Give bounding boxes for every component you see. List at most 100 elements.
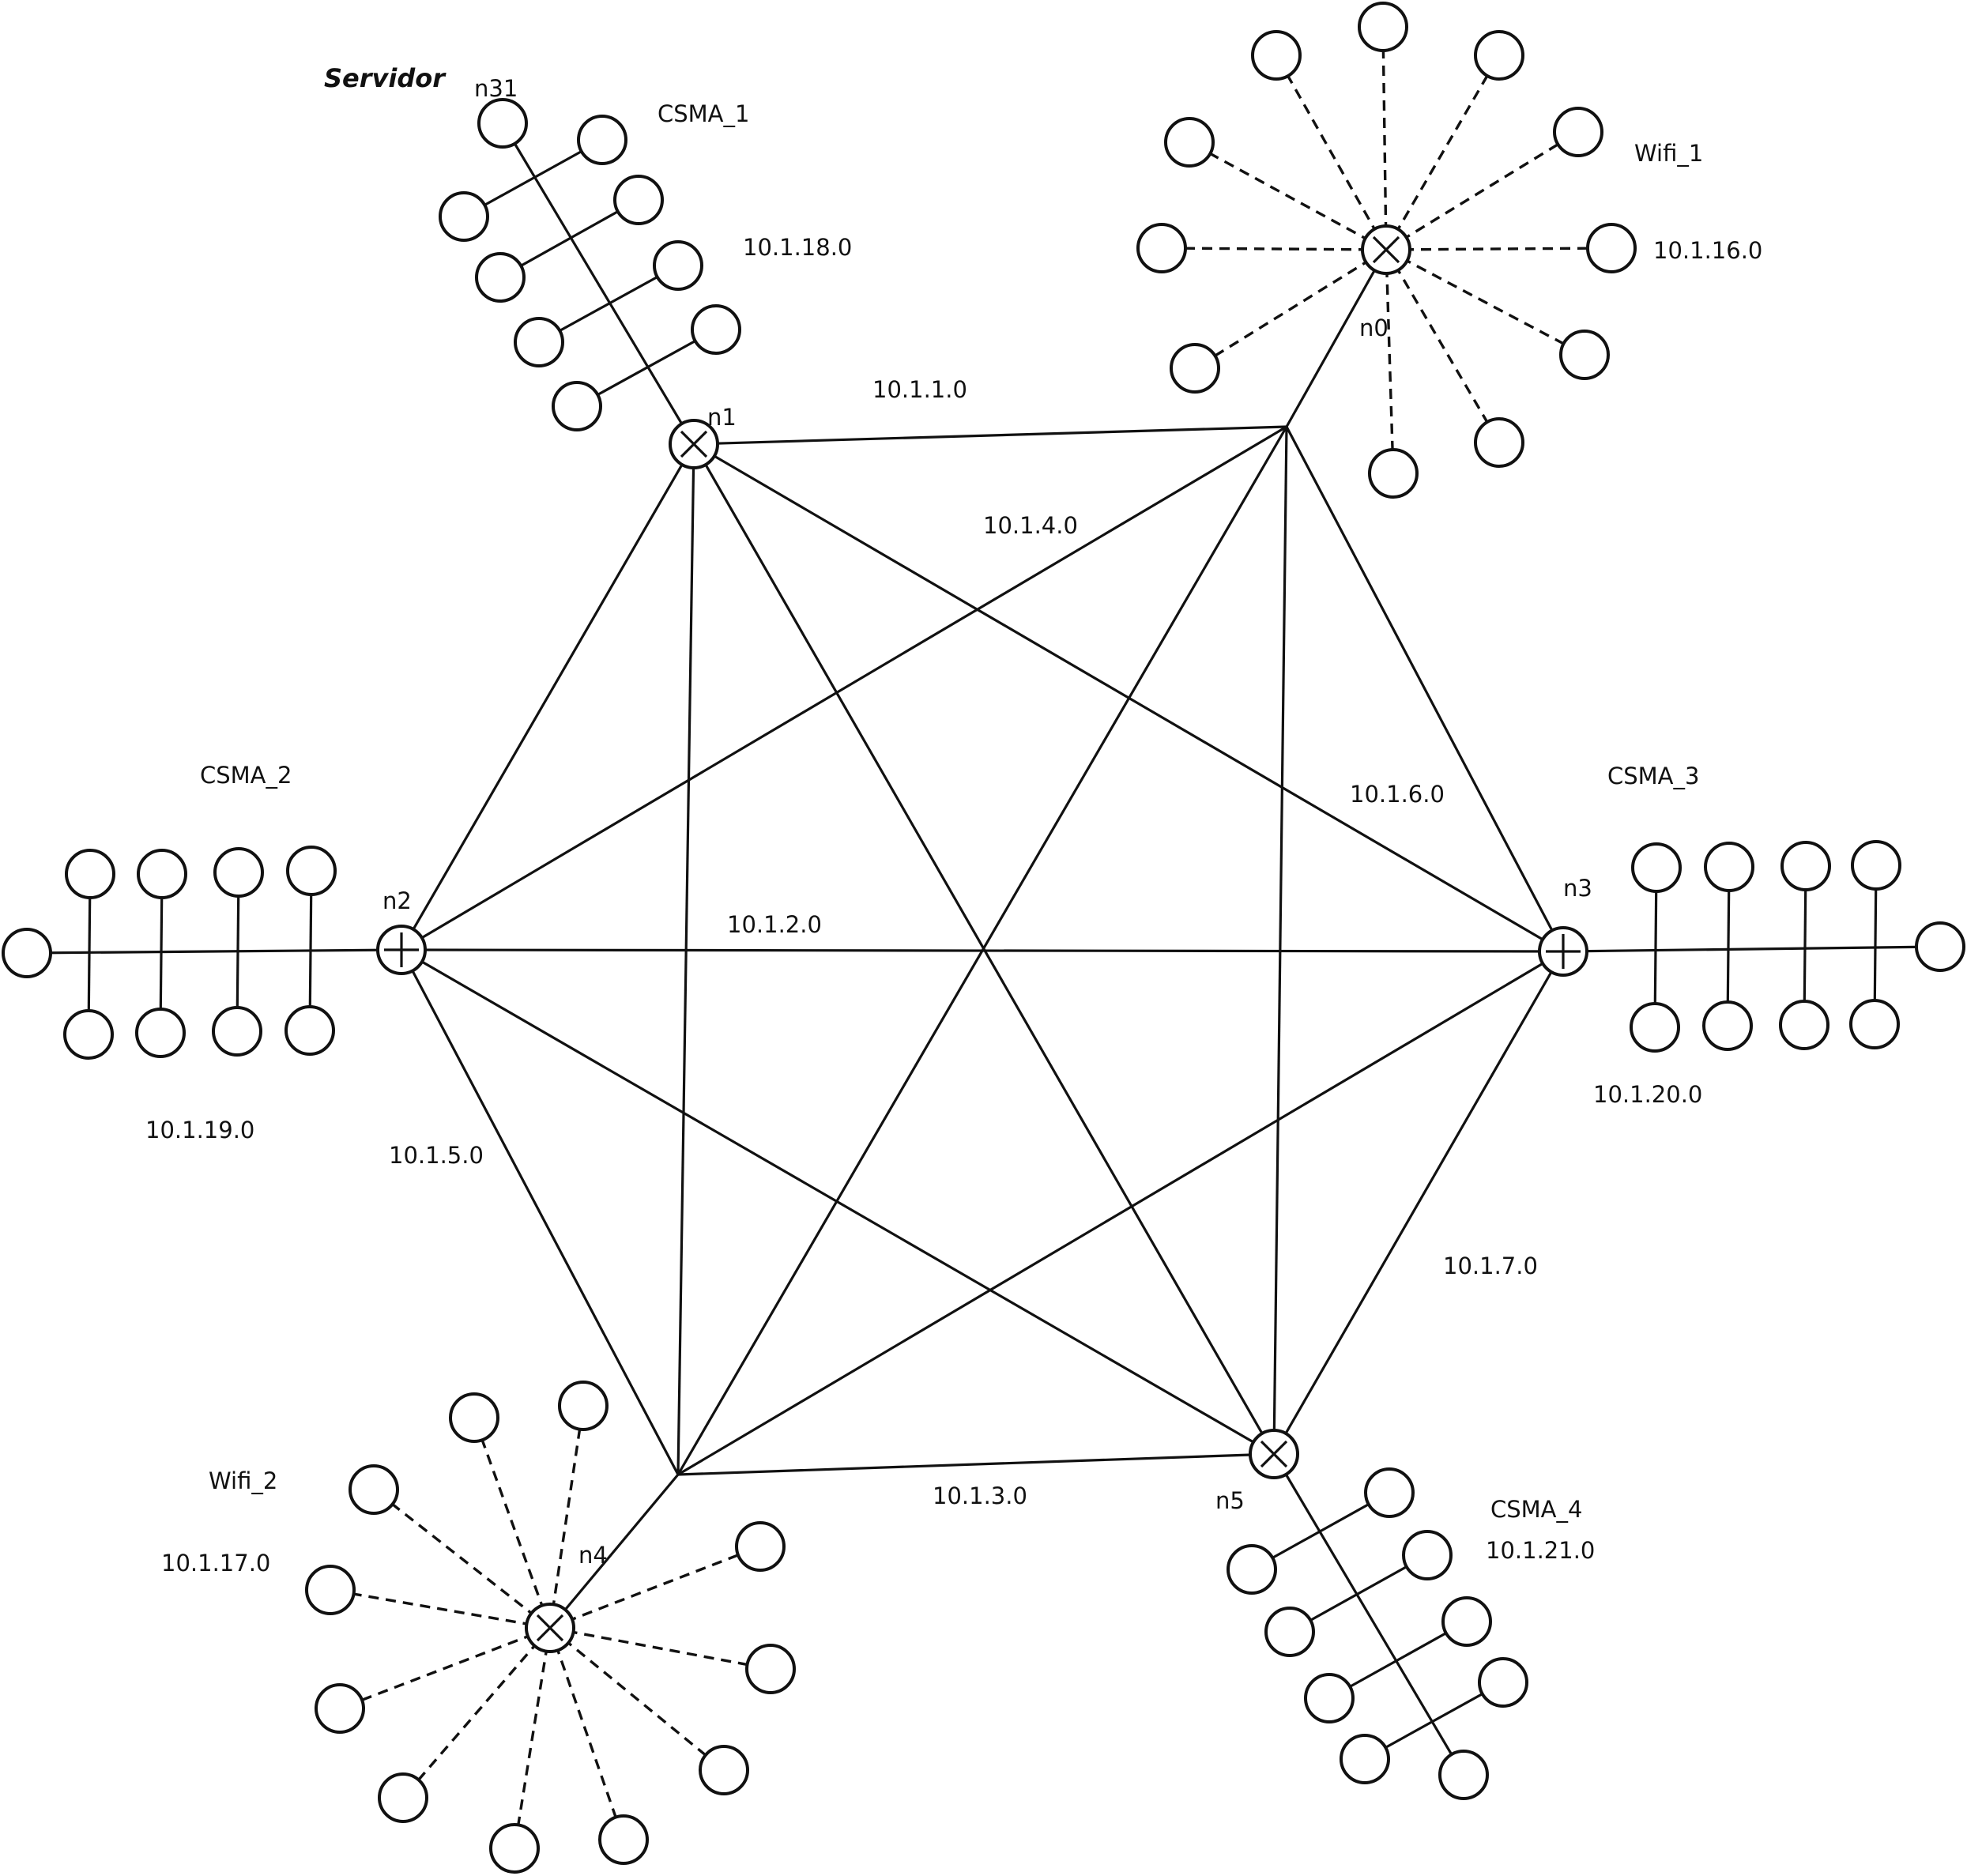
router-mesh-links [400,249,1565,1629]
wifi-2-link [549,1626,771,1671]
wifi-2-station[interactable] [305,1565,356,1615]
csma-2-host[interactable] [2,928,52,978]
csma-3-host[interactable] [1780,841,1831,891]
csma-3-host[interactable] [1630,1002,1680,1053]
csma-4-host[interactable] [1441,1596,1492,1647]
link-subnet-label: 10.1.4.0 [983,512,1078,539]
csma-4-host[interactable] [1438,1750,1489,1800]
link-subnet-label: 10.1.3.0 [933,1482,1027,1509]
router-n1[interactable] [669,419,719,469]
server-node-n31[interactable] [477,98,528,149]
router-n3[interactable] [1538,926,1588,977]
csma-2-host[interactable] [135,1008,186,1058]
wifi-1-station[interactable] [1358,2,1408,52]
csma-4-drop [1328,1620,1468,1700]
link-subnet-label: 10.1.2.0 [727,911,822,938]
router-label-n5: n5 [1215,1487,1245,1514]
wifi-2-station[interactable] [735,1521,786,1572]
csma-4-host[interactable] [1264,1607,1315,1657]
link-subnet-label: 10.1.6.0 [1350,781,1445,808]
csma-2-host[interactable] [284,1005,335,1056]
csma-1-drop [576,328,717,408]
csma-1-drop [499,198,639,279]
csma-3-drop [1803,865,1807,1026]
wifi-1-station[interactable] [1586,223,1637,273]
link-n4-n5 [677,1452,1275,1476]
wifi-1-station[interactable] [1553,107,1603,157]
wifi-2-station[interactable] [598,1814,649,1865]
csma-4-host[interactable] [1364,1467,1415,1518]
csma-4-host[interactable] [1340,1734,1390,1784]
csma-4-drop [1251,1491,1390,1571]
router-n4[interactable] [525,1603,575,1653]
csma-1-drop [538,264,679,344]
link-n1-n2 [400,443,695,951]
csma-4-host[interactable] [1227,1544,1277,1595]
wifi-2-network [305,1381,796,1874]
link-n5-n3 [1272,951,1565,1455]
csma-3-host[interactable] [1702,1000,1753,1051]
wifi-1-station[interactable] [1164,117,1215,168]
wifi-2-station[interactable] [489,1823,540,1874]
link-subnet-label: 10.1.7.0 [1443,1253,1538,1279]
router-n2[interactable] [376,925,427,975]
wifi-2-station[interactable] [349,1464,399,1515]
csma-4-host[interactable] [1304,1673,1355,1723]
csma-1-host[interactable] [552,381,602,431]
wifi-2-station[interactable] [699,1745,749,1795]
csma-1-host[interactable] [691,304,741,355]
network-name-csma-4: CSMA_4 [1490,1496,1582,1523]
link-n2-n5 [401,948,1275,1456]
csma-2-host[interactable] [65,849,115,899]
csma-3-host[interactable] [1915,921,1965,972]
wifi-2-station[interactable] [378,1772,428,1823]
link-n1-n0 [693,425,1287,446]
wifi-1-station[interactable] [1251,30,1302,81]
wifi-2-station[interactable] [745,1644,796,1694]
wifi-1-link [1385,130,1579,251]
csma-1-host[interactable] [613,175,664,225]
csma-2-network [2,846,402,1060]
csma-3-host[interactable] [1851,840,1901,891]
csma-3-network [1562,840,1965,1053]
csma-1-host[interactable] [475,252,526,303]
wifi-2-station[interactable] [449,1392,499,1443]
wifi-1-station[interactable] [1136,223,1187,273]
csma-1-host[interactable] [514,317,564,367]
router-label-n3: n3 [1563,875,1592,902]
wifi-1-station[interactable] [1170,343,1220,394]
wifi-1-link [1189,141,1387,251]
csma-2-host[interactable] [213,847,264,898]
csma-3-host[interactable] [1779,1000,1829,1050]
network-subnet-csma-2: 10.1.19.0 [145,1117,254,1143]
router-n0[interactable] [1361,224,1411,275]
network-subnet-wifi-2: 10.1.17.0 [161,1550,270,1577]
csma-2-host[interactable] [286,846,337,896]
router-label-n2: n2 [382,887,412,914]
router-n5[interactable] [1249,1429,1299,1479]
wifi-1-station[interactable] [1474,417,1524,468]
csma-3-host[interactable] [1849,999,1900,1049]
csma-1-host[interactable] [577,115,627,165]
csma-3-host[interactable] [1631,842,1682,893]
wifi-1-link [1161,247,1387,251]
wifi-1-station[interactable] [1474,30,1524,81]
wifi-2-station[interactable] [558,1381,609,1431]
csma-1-host[interactable] [653,240,703,291]
network-name-csma-1: CSMA_1 [658,100,749,127]
wifi-1-station[interactable] [1368,448,1419,499]
network-name-wifi-2: Wifi_2 [209,1467,277,1494]
csma-2-host[interactable] [137,849,187,899]
csma-3-host[interactable] [1704,842,1754,892]
wifi-1-station[interactable] [1559,330,1610,380]
router-label-n4: n4 [578,1542,608,1569]
csma-4-drop [1364,1681,1504,1761]
csma-2-host[interactable] [212,1006,262,1057]
csma-4-host[interactable] [1478,1657,1528,1708]
network-name-csma-2: CSMA_2 [200,762,292,789]
wifi-2-station[interactable] [315,1683,365,1734]
csma-2-host[interactable] [63,1009,114,1060]
csma-2-bus [26,948,402,955]
csma-1-host[interactable] [439,191,489,242]
csma-4-host[interactable] [1402,1530,1453,1580]
